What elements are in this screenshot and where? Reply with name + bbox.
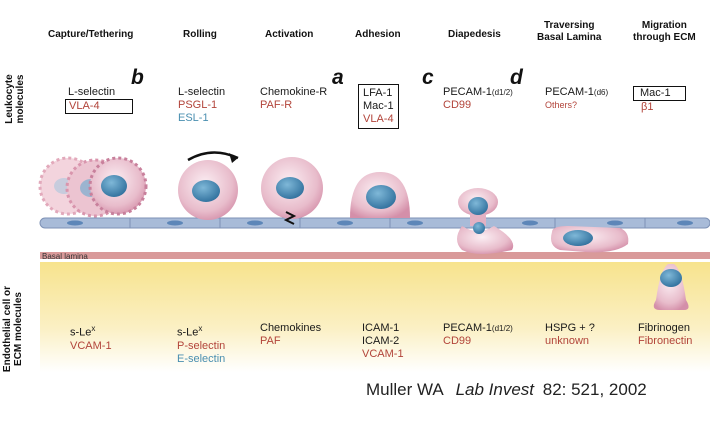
activation-cell <box>261 157 323 225</box>
side-label-leukocyte: Leukocyte molecules <box>4 74 26 124</box>
stage-title-adhesion: Adhesion <box>355 29 401 40</box>
leuko-migration: Mac-1 β1 <box>633 86 686 114</box>
leuko-migration-line2: β1 <box>641 101 654 113</box>
traversing-cell <box>551 226 629 253</box>
leuko-rolling: L-selectin PSGL-1 ESL-1 <box>178 86 225 125</box>
capture-cell-3 <box>88 156 148 216</box>
leuko-diapedesis-line1: PECAM-1(d1/2) <box>443 86 513 98</box>
leuko-capture-line2: VLA-4 <box>65 99 133 114</box>
endo-rolling-line2: P-selectin <box>177 339 226 352</box>
basal-lamina-label: Basal lamina <box>42 252 88 261</box>
adhesion-cell <box>350 172 410 218</box>
leuko-rolling-line3: ESL-1 <box>178 112 209 124</box>
citation-ref: 82: 521, 2002 <box>542 380 647 399</box>
endo-activation: Chemokines PAF <box>260 322 321 348</box>
leuko-activation-line1: Chemokine-R <box>260 86 328 98</box>
leuko-adhesion-line1: LFA-1 <box>363 87 393 99</box>
endo-traversing-line1: HSPG + ? <box>545 322 595 334</box>
ecm-region <box>40 262 710 372</box>
stage-title-traversing: Traversing Basal Lamina <box>537 20 602 43</box>
endo-activation-line2: PAF <box>260 335 281 347</box>
endo-migration-line2: Fibronectin <box>638 335 693 347</box>
basal-lamina <box>40 252 710 259</box>
letter-d: d <box>510 66 523 89</box>
leuko-rolling-line2: PSGL-1 <box>178 99 218 111</box>
citation-journal: Lab Invest <box>455 380 535 399</box>
leuko-migration-line1: Mac-1 <box>633 86 686 101</box>
endo-rolling: s-Lex P-selectin E-selectin <box>177 322 225 366</box>
endo-activation-line1: Chemokines <box>260 322 322 334</box>
leuko-rolling-line1: L-selectin <box>178 86 226 98</box>
endo-capture: s-Lex VCAM-1 <box>70 322 112 353</box>
leuko-diapedesis-line2: CD99 <box>443 99 472 111</box>
diapedesis-cell <box>457 188 514 254</box>
leuko-traversing: PECAM-1(d6) Others? <box>545 86 608 112</box>
rolling-cell <box>178 160 238 220</box>
leuko-capture-line1: L-selectin <box>68 86 116 98</box>
leuko-activation-line2: PAF-R <box>260 99 293 111</box>
endo-rolling-line1: s-Lex <box>177 324 203 339</box>
endo-rolling-line3: E-selectin <box>177 352 226 365</box>
endothelial-nuclei <box>67 220 693 226</box>
leuko-adhesion-line3: VLA-4 <box>363 113 394 125</box>
endo-traversing: HSPG + ? unknown <box>545 322 595 348</box>
endo-diapedesis: PECAM-1(d1/2) CD99 <box>443 322 513 348</box>
endo-diapedesis-line2: CD99 <box>443 335 472 347</box>
endo-migration: Fibrinogen Fibronectin <box>638 322 692 348</box>
leuko-activation: Chemokine-R PAF-R <box>260 86 327 112</box>
leuko-capture: L-selectin VLA-4 <box>65 86 133 114</box>
migration-cell <box>653 264 689 310</box>
letter-b: b <box>131 66 144 89</box>
endo-adhesion-line1: ICAM-1 <box>362 322 400 334</box>
stage-title-migration: Migration through ECM <box>633 20 696 43</box>
letter-a: a <box>332 66 344 89</box>
endo-adhesion: ICAM-1 ICAM-2 VCAM-1 <box>362 322 404 361</box>
stage-title-capture: Capture/Tethering <box>48 29 134 40</box>
endo-diapedesis-line1: PECAM-1(d1/2) <box>443 322 513 334</box>
leuko-diapedesis: PECAM-1(d1/2) CD99 <box>443 86 513 112</box>
leuko-adhesion: LFA-1 Mac-1 VLA-4 <box>358 84 399 129</box>
leuko-traversing-line1: PECAM-1(d6) <box>545 86 609 98</box>
endo-traversing-line2: unknown <box>545 335 590 347</box>
leuko-adhesion-line2: Mac-1 <box>363 100 394 112</box>
endo-capture-line1: s-Lex <box>70 324 96 339</box>
endo-adhesion-line2: ICAM-2 <box>362 335 400 347</box>
stage-title-diapedesis: Diapedesis <box>448 29 501 40</box>
leuko-traversing-line2: Others? <box>545 100 578 110</box>
side-label-endothelial: Endothelial cell or ECM molecules <box>2 285 24 373</box>
stage-title-activation: Activation <box>265 29 314 40</box>
endo-adhesion-line3: VCAM-1 <box>362 348 404 360</box>
citation: Muller WA Lab Invest 82: 521, 2002 <box>366 380 647 400</box>
stage-title-rolling: Rolling <box>183 29 217 40</box>
letter-c: c <box>422 66 434 89</box>
citation-author: Muller WA <box>366 380 443 399</box>
endo-capture-line2: VCAM-1 <box>70 339 112 352</box>
endo-migration-line1: Fibrinogen <box>638 322 690 334</box>
